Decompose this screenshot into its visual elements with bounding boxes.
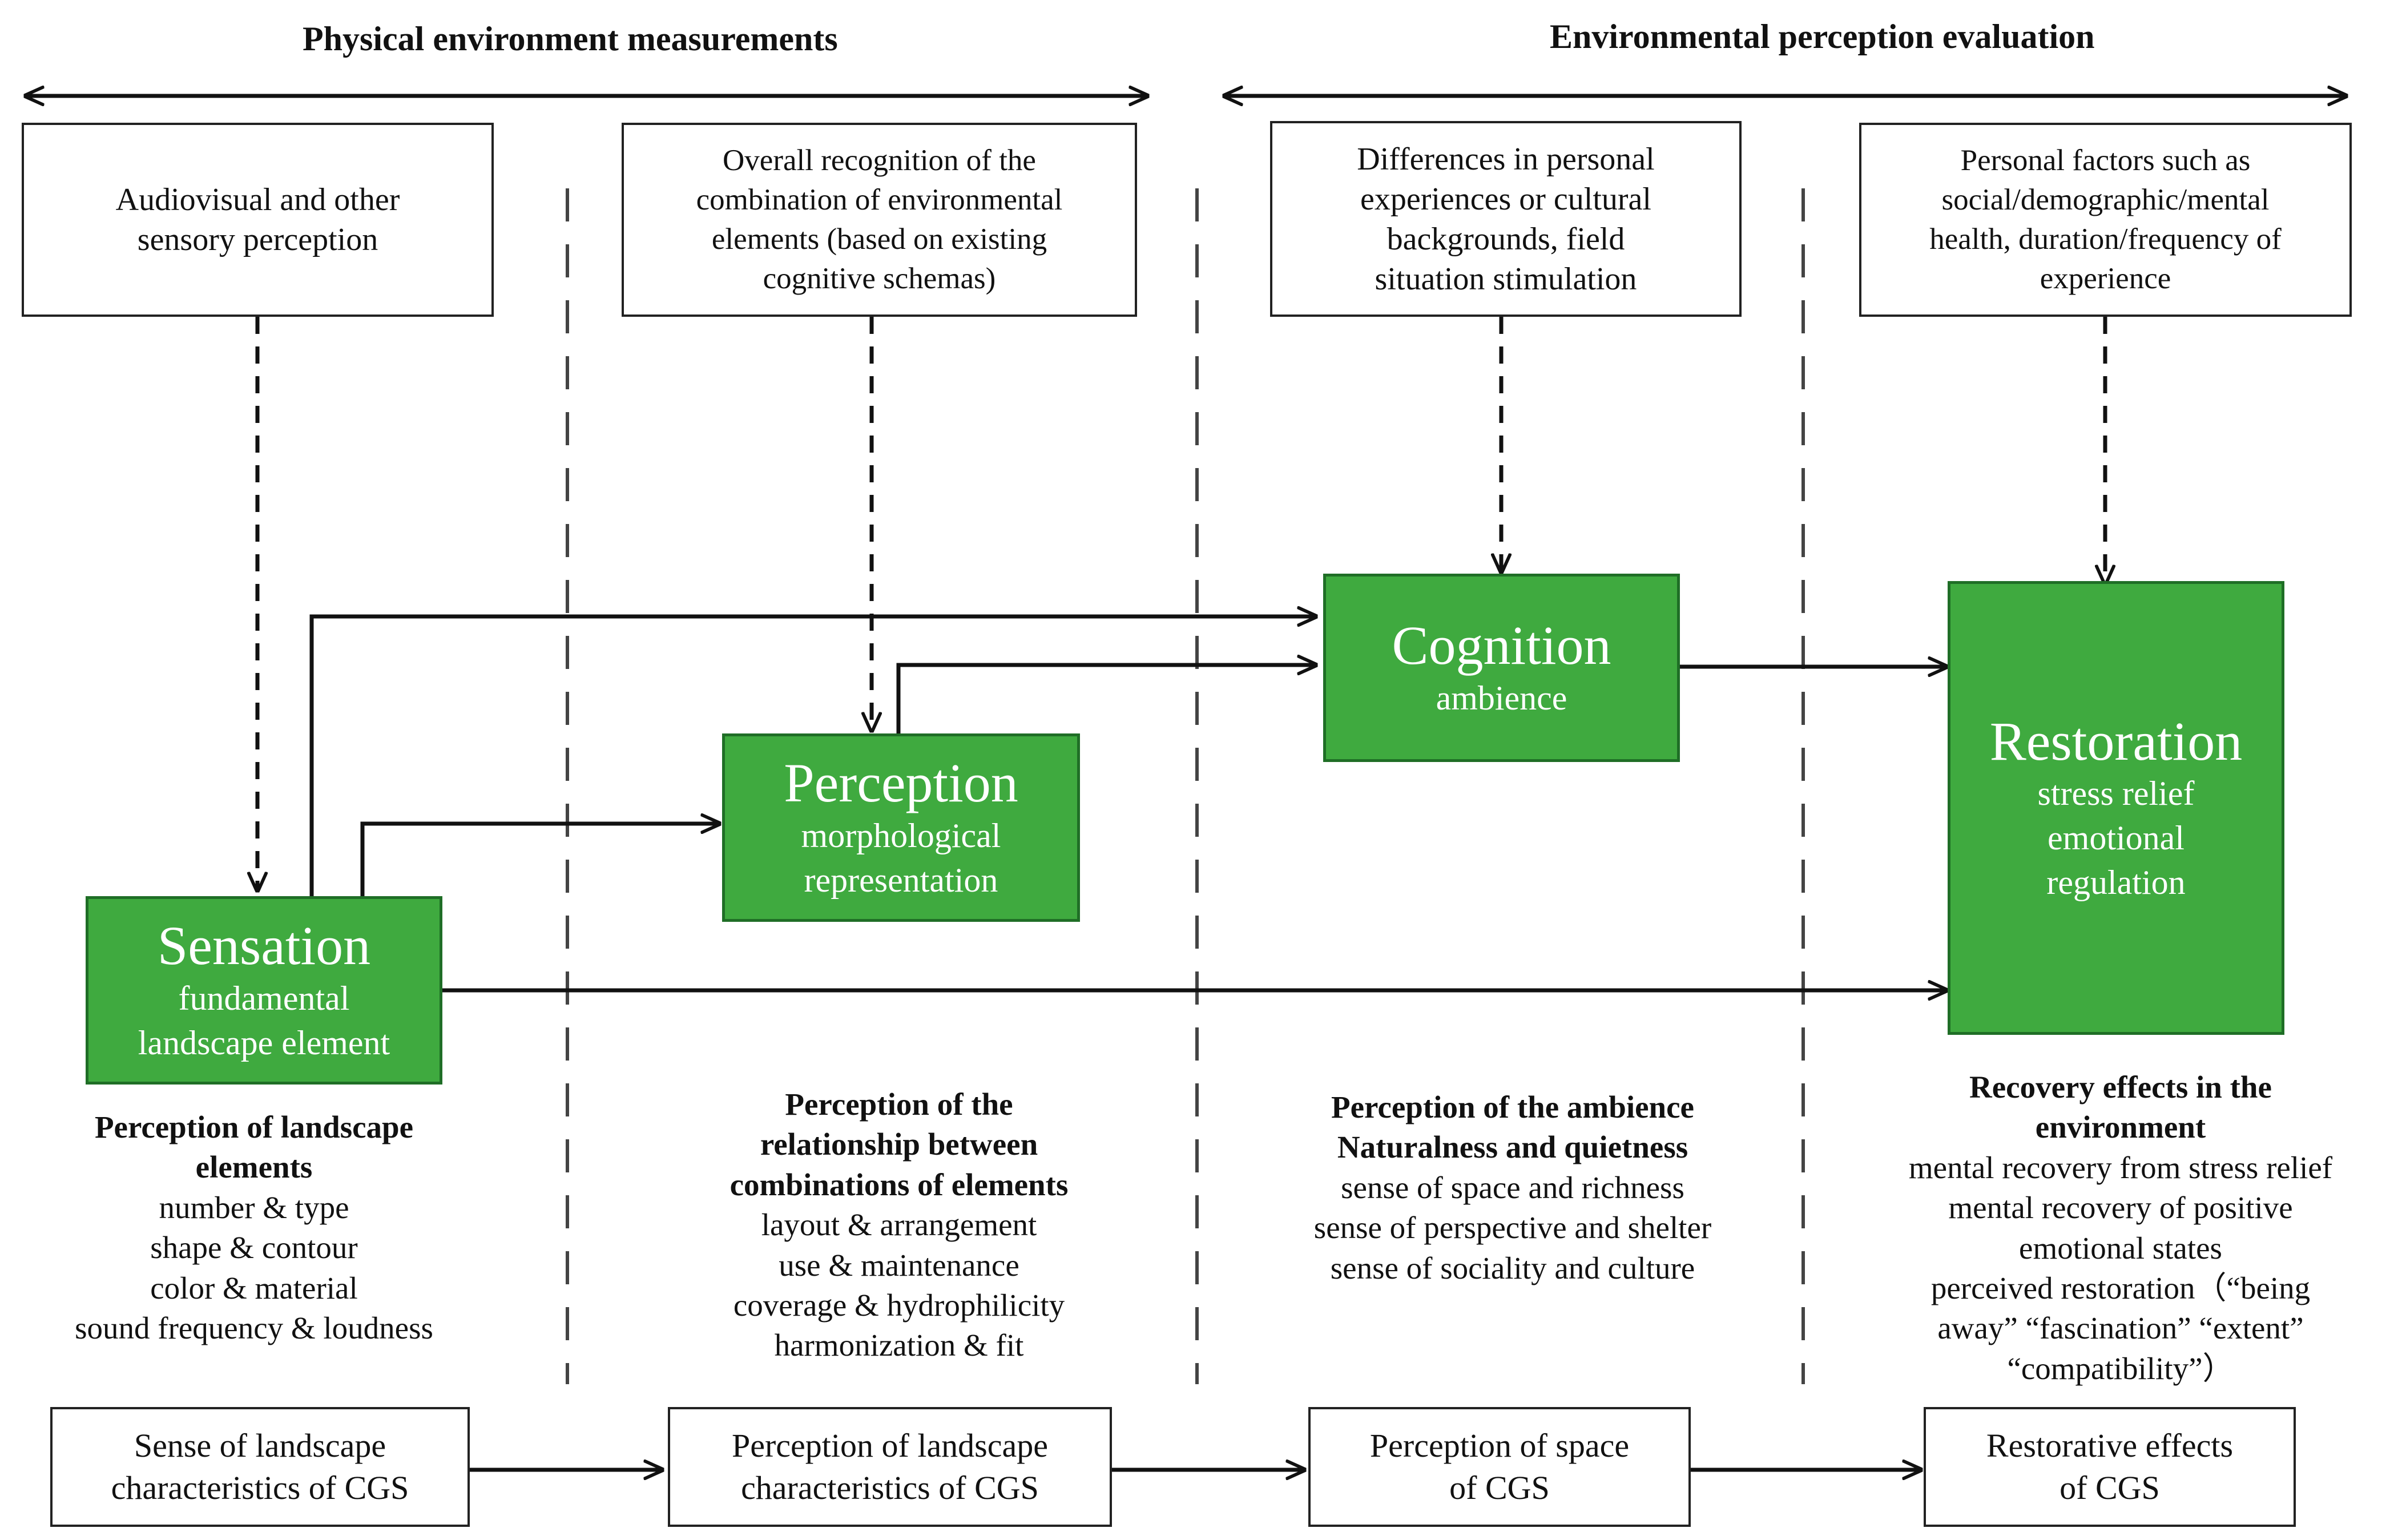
stage-cognition-title: Cognition [1392, 615, 1611, 676]
stage-restoration-subtitle: stress relief emotional regulation [2037, 775, 2195, 902]
stage-perception-subtitle: morphological representation [801, 816, 1001, 899]
stage-cognition-subtitle: ambience [1436, 679, 1567, 717]
stage-perception-title: Perception [784, 752, 1018, 814]
description-ambience: Perception of the ambience Naturalness a… [1313, 1090, 1712, 1285]
stage-sensation-subtitle: fundamental landscape element [138, 979, 390, 1062]
context-box-recognition: Overall recognition of the combination o… [622, 123, 1137, 317]
flow-perception-to-cognition [896, 665, 1316, 733]
bottom-box-perception-space: Perception of space of CGS [1308, 1407, 1691, 1527]
header-physical-measurements: Physical environment measurements [303, 20, 838, 58]
header-perception-evaluation: Environmental perception evaluation [1550, 18, 2095, 55]
bottom-box-sense-characteristics: Sense of landscape characteristics of CG… [50, 1407, 470, 1527]
stage-sensation-title: Sensation [157, 915, 371, 977]
description-recovery-effects: Recovery effects in the environment ment… [1908, 1070, 2333, 1386]
context-box-experiences: Differences in personal experiences or c… [1270, 121, 1742, 317]
flow-sensation-to-cognition [309, 616, 1316, 896]
bottom-box-restorative-effects: Restorative effects of CGS [1924, 1407, 2296, 1527]
description-element-relationships: Perception of the relationship between c… [730, 1087, 1069, 1363]
flow-sensation-to-perception [360, 824, 719, 896]
stage-cognition: Cognition ambience [1323, 574, 1680, 762]
stage-perception: Perception morphological representation [722, 733, 1080, 922]
stage-restoration: Restoration stress relief emotional regu… [1948, 581, 2284, 1035]
context-box-sensory: Audiovisual and other sensory perception [22, 123, 494, 317]
description-landscape-elements: Perception of landscape elements number … [75, 1110, 433, 1345]
bottom-box-perception-characteristics: Perception of landscape characteristics … [668, 1407, 1112, 1527]
stage-restoration-title: Restoration [1989, 710, 2243, 772]
context-box-personal-factors: Personal factors such as social/demograp… [1859, 123, 2352, 317]
stage-sensation: Sensation fundamental landscape element [86, 896, 442, 1085]
